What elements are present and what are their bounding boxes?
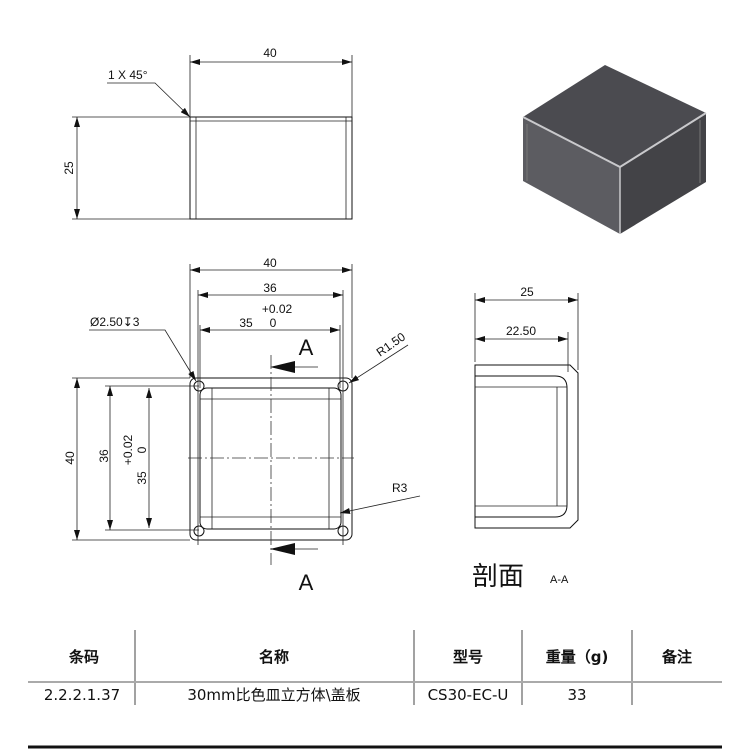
outer-width-label: 40: [263, 256, 277, 270]
tol-upper-v-label: +0.02: [121, 434, 135, 465]
tol-lower-label: 0: [270, 316, 277, 330]
hole-callout: Ø2.50↧3: [90, 315, 140, 329]
front-view: 40 25 1 X 45°: [62, 46, 353, 220]
cell-weight: 33: [567, 686, 586, 704]
inner-height-label: 36: [97, 449, 111, 463]
header-name: 名称: [259, 648, 289, 666]
width-dim-label: 40: [263, 46, 277, 60]
section-arrow-bottom: [270, 543, 295, 555]
section-label-top: A: [299, 335, 314, 360]
pocket-width-label: 35: [239, 316, 253, 330]
chamfer-callout: 1 X 45°: [108, 68, 148, 82]
pocket-height-label: 35: [135, 471, 149, 485]
section-arrow-top: [270, 361, 295, 373]
section-title: 剖面: [472, 562, 524, 592]
header-model: 型号: [453, 648, 483, 666]
tol-upper-label: +0.02: [262, 302, 293, 316]
table-row: 2.2.2.1.37 30mm比色皿立方体\盖板 CS30-EC-U 33: [44, 686, 587, 704]
inner-depth-dim-label: 22.50: [506, 324, 536, 338]
cell-model: CS30-EC-U: [428, 686, 509, 704]
plan-view: 40 36 35 +0.02 0 40 36 35 +0.02 0 Ø2.50↧…: [63, 256, 421, 595]
pocket-radius-callout: R3: [392, 481, 408, 495]
section-label-bottom: A: [299, 570, 314, 595]
depth-dim-label: 25: [520, 285, 534, 299]
section-subtitle: A-A: [550, 574, 569, 586]
cell-name: 30mm比色皿立方体\盖板: [187, 686, 360, 704]
inner-width-label: 36: [263, 281, 277, 295]
section-view: 25 22.50 剖面 A-A: [472, 285, 579, 592]
header-weight: 重量（g): [546, 648, 609, 666]
cell-barcode: 2.2.2.1.37: [44, 686, 120, 704]
corner-radius-callout: R1.50: [374, 329, 409, 359]
header-barcode: 条码: [68, 648, 99, 666]
height-dim-label: 25: [62, 161, 76, 175]
cube-3d-render: [522, 65, 707, 234]
header-remarks: 备注: [661, 648, 692, 666]
tol-lower-v-label: 0: [135, 446, 149, 453]
outer-height-label: 40: [63, 451, 77, 465]
spec-table: 条码 名称 型号 重量（g) 备注 2.2.2.1.37 30mm比色皿立方体\…: [28, 630, 722, 749]
